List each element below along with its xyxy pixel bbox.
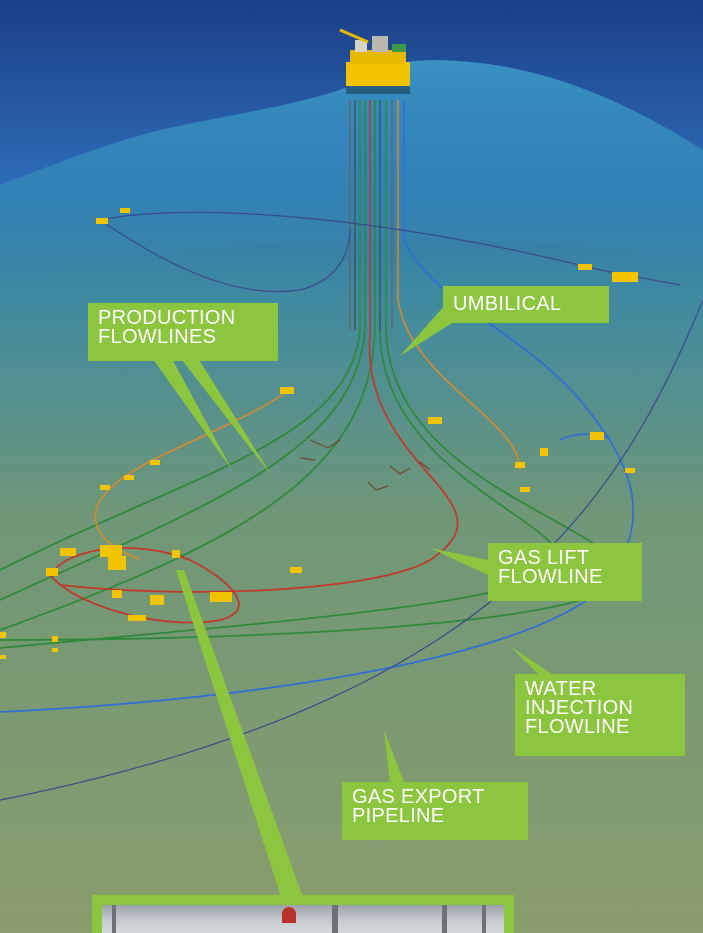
manifold-photo-inset (92, 895, 514, 933)
well-jumpers (299, 439, 431, 491)
gas-export-pipeline-label: GAS EXPORT PIPELINE (342, 782, 528, 840)
callout-pointers (150, 305, 555, 900)
production-flowlines-label: PRODUCTION FLOWLINES (88, 303, 278, 361)
ocean-surface (0, 0, 703, 185)
riser-bundle (349, 100, 405, 335)
manifold-photo (102, 905, 504, 933)
water-injection-flowline-label: WATER INJECTION FLOWLINE (515, 674, 685, 756)
gas-lift-flowline-label: GAS LIFT FLOWLINE (488, 543, 642, 601)
floating-production-platform (339, 28, 410, 94)
water-column-haze (0, 60, 703, 280)
subsea-structures (0, 208, 638, 659)
umbilical-label: UMBILICAL (443, 286, 609, 323)
umbilical-line (94, 299, 521, 561)
